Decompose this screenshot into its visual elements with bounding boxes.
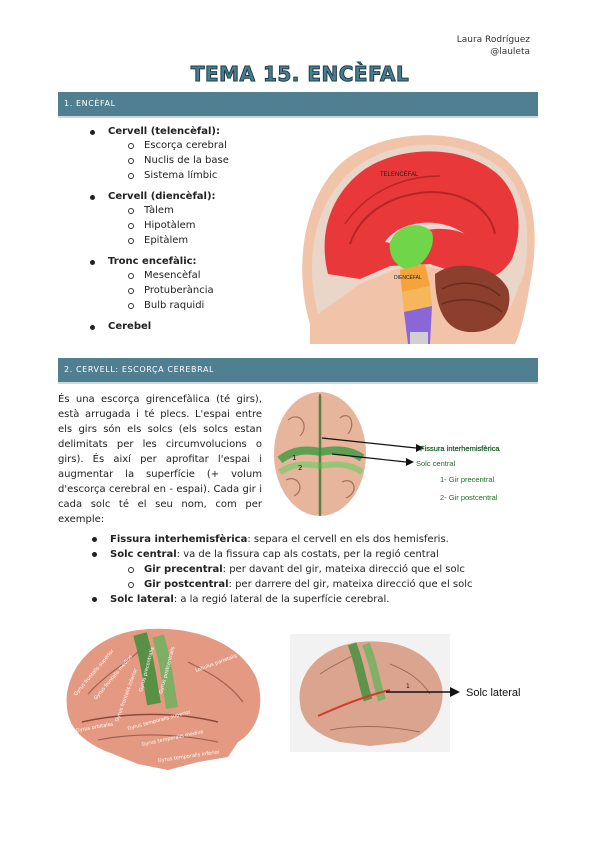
lateral-gyri-figure: Gyrus frontalis superior Gyrus frontalis… (58, 622, 268, 774)
bullet-icon (92, 597, 97, 602)
list-item: Cervell (diencèfal): Tàlem Hipotàlem Epi… (90, 191, 308, 248)
list-item: Sistema límbic (108, 168, 308, 183)
lateral-sulcus-figure: 1 Solc lateral (290, 634, 550, 752)
group-label: Cervell (diencèfal): (108, 191, 216, 202)
diencefal-label: DIENCÈFAL (394, 274, 422, 281)
list-item: Tàlem (108, 203, 308, 218)
list-item: Gir precentral: per davant del gir, mate… (110, 562, 550, 577)
list-item: Solc lateral: a la regió lateral de la s… (92, 592, 550, 607)
list-item: Solc central: va de la fissura cap als c… (92, 547, 550, 562)
solc-central-label: Solc central (416, 459, 456, 468)
list-item: Cervell (telencèfal): Escorça cerebral N… (90, 126, 308, 183)
definition: : va de la fissura cap als costats, per … (176, 549, 439, 560)
definition: : per davant del gir, mateixa direcció q… (222, 564, 465, 575)
bullet-icon (92, 537, 97, 542)
term: Solc central (110, 549, 177, 560)
list-item: Mesencèfal (108, 268, 308, 283)
solc-lateral-label: Solc lateral (466, 687, 520, 699)
author-name: Laura Rodríguez (456, 35, 530, 45)
definition: : per darrere del gir, mateixa direcció … (228, 579, 473, 590)
paragraph-escorca: És una escorça girencefàlica (té girs), … (58, 394, 262, 525)
author-handle: @lauleta (490, 47, 530, 57)
bullet-list-solcs: Fissura interhemisfèrica: separa el cerv… (92, 532, 550, 607)
num1-label: 1 (406, 683, 410, 690)
list-item: Hipotàlem (108, 218, 308, 233)
num2-label: 2 (298, 464, 302, 472)
term: Solc lateral (110, 594, 174, 605)
section-heading-escorca: 2. CERVELL: ESCORÇA CEREBRAL (58, 358, 538, 382)
section-heading-encefal: 1. ENCÈFAL (58, 92, 538, 116)
encefal-list: Cervell (telencèfal): Escorça cerebral N… (90, 126, 308, 340)
list-item: Epitàlem (108, 233, 308, 248)
list-item: Escorça cerebral (108, 138, 308, 153)
definition: : a la regió lateral de la superfície ce… (173, 594, 390, 605)
gir-post-label: 2- Gir postcentral (440, 493, 498, 502)
bullet-icon (92, 552, 97, 557)
term: Gir precentral (144, 564, 223, 575)
fissura-label: Fissura interhemisfèrica (420, 444, 500, 453)
list-item: Tronc encefàlic: Mesencèfal Protuberànci… (90, 256, 308, 313)
gir-pre-label: 1- Gir precentral (440, 475, 495, 484)
bullet-icon (90, 325, 95, 330)
list-item: Gir postcentral: per darrere del gir, ma… (110, 577, 550, 592)
num1-label: 1 (292, 454, 296, 462)
page-title: TEMA 15. ENCÈFAL (190, 62, 410, 87)
list-item: Protuberància (108, 283, 308, 298)
term: Gir postcentral (144, 579, 229, 590)
telencefal-label: TELENCÈFAL (380, 171, 419, 178)
list-item: Bulb raquidi (108, 298, 308, 313)
group-label: Cervell (telencèfal): (108, 126, 220, 137)
author-block: Laura Rodríguez @lauleta (457, 34, 530, 58)
group-label: Cerebel (108, 321, 152, 332)
term: Fissura interhemisfèrica (110, 534, 248, 545)
bullet-icon (90, 260, 95, 265)
list-item: Fissura interhemisfèrica: separa el cerv… (92, 532, 550, 547)
sagittal-brain-figure: TELENCÈFAL DIENCÈFAL (290, 124, 540, 344)
brain-top-view-figure: 1 2 Fissura interhemisfèrica Solc centra… (270, 390, 560, 524)
bullet-icon (90, 130, 95, 135)
bullet-icon (90, 195, 95, 200)
list-item: Cerebel (90, 321, 308, 332)
group-label: Tronc encefàlic: (108, 256, 197, 267)
list-item: Nuclis de la base (108, 153, 308, 168)
definition: : separa el cervell en els dos hemisferi… (247, 534, 449, 545)
